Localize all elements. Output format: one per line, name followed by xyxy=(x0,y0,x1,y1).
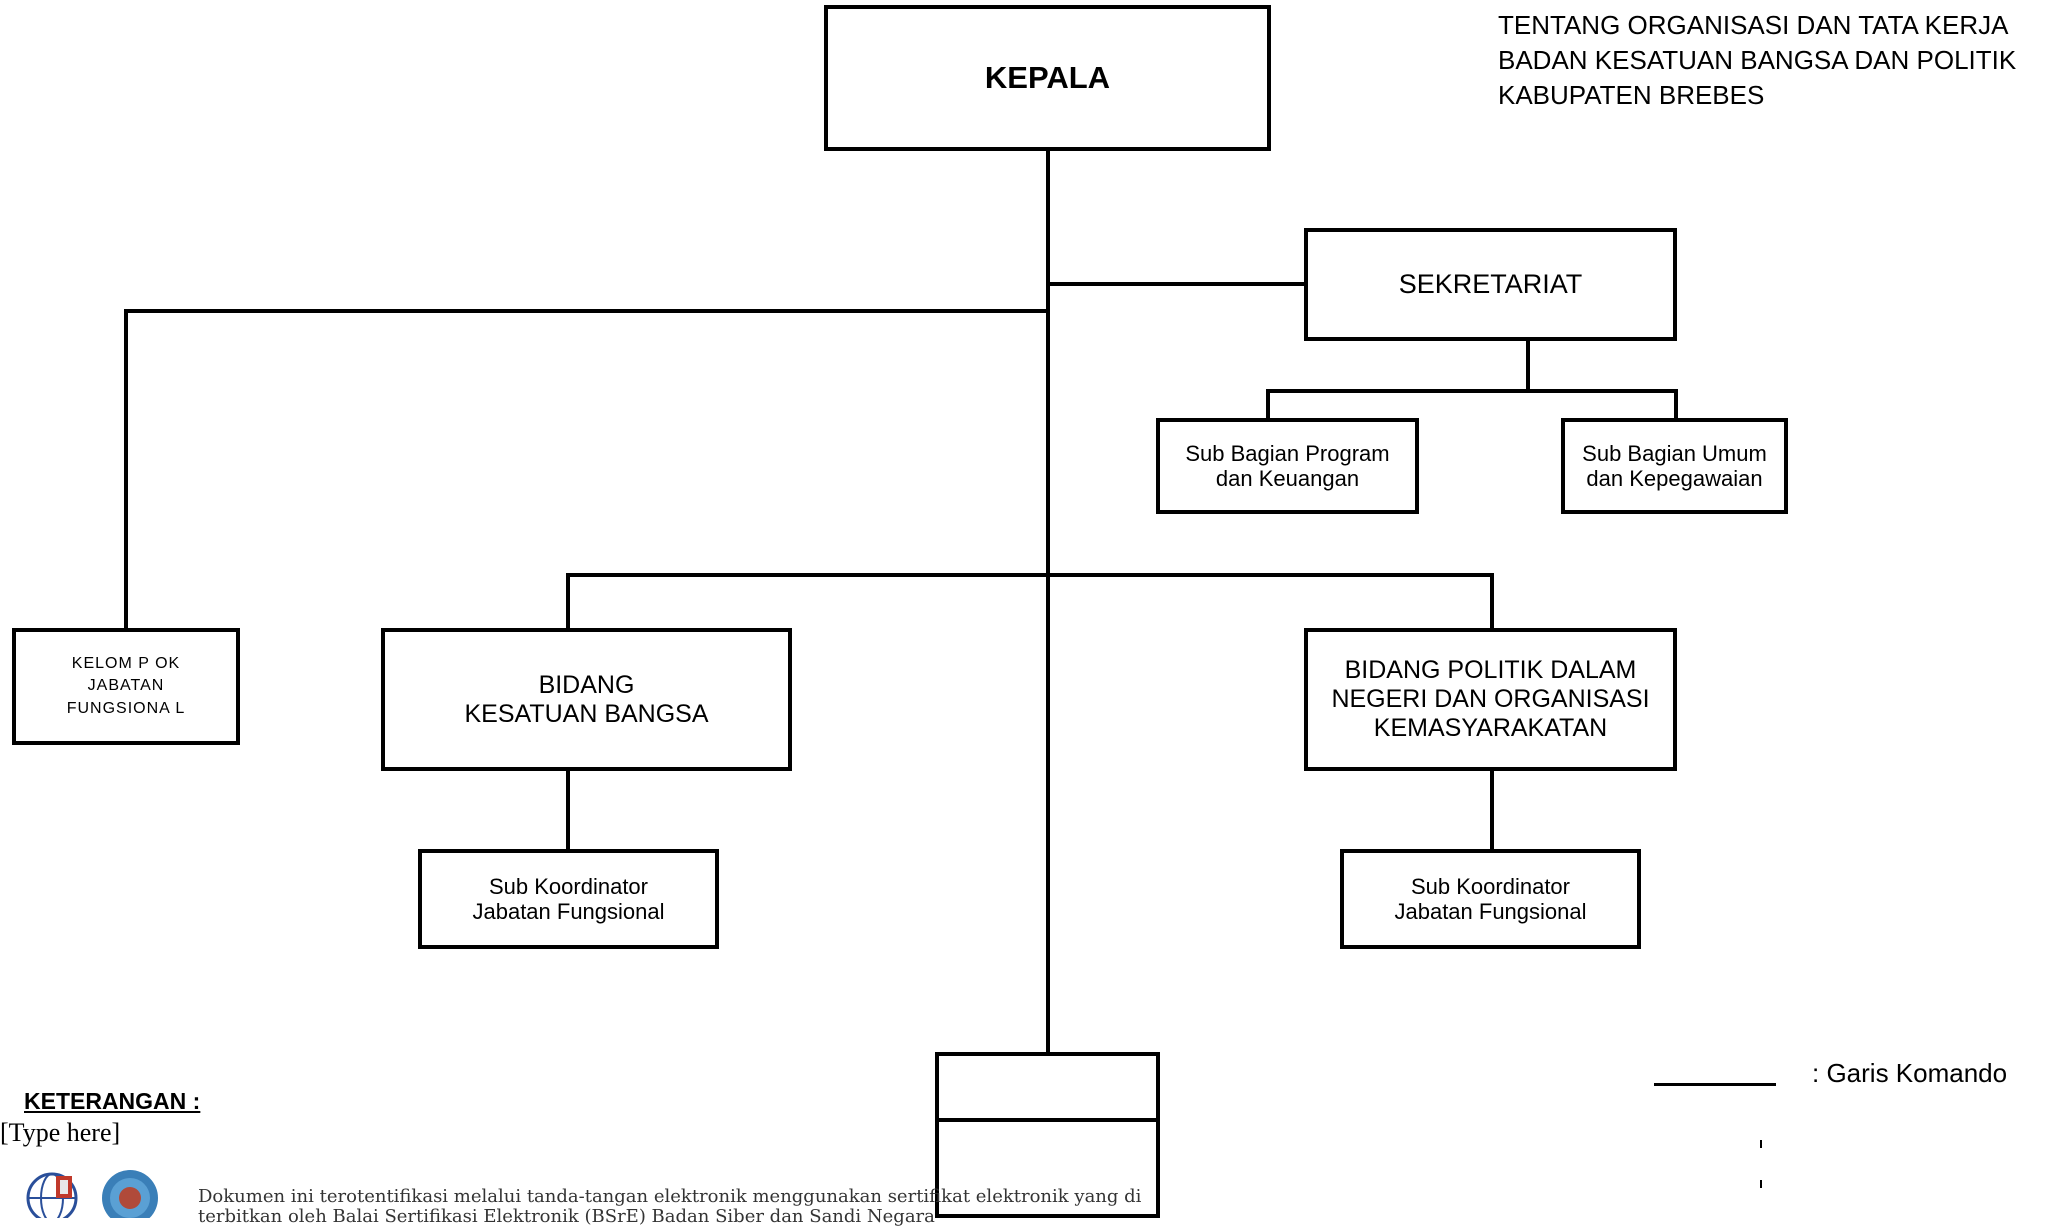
connector-bidang-bar xyxy=(566,573,1494,577)
node-sekretariat-label: SEKRETARIAT xyxy=(1398,268,1583,299)
connector-sub-bagian-bar xyxy=(1266,389,1678,393)
connector-to-bidang-politik xyxy=(1490,573,1494,631)
connector-to-sekretariat xyxy=(1046,282,1306,286)
node-kepala: KEPALA xyxy=(824,5,1271,151)
bssn-seal-icon xyxy=(94,1166,166,1226)
node-bidang-kesatuan-line-1: BIDANG xyxy=(538,670,635,699)
connector-sekretariat-down xyxy=(1526,338,1530,391)
node-subkoor-kesatuan: Sub Koordinator Jabatan Fungsional xyxy=(418,849,719,949)
connector-to-bidang-kesatuan xyxy=(566,573,570,631)
node-sub-umum-line-2: dan Kepegawaian xyxy=(1586,466,1763,491)
node-kelompok-jabatan-fungsional: KELOM P OK JABATAN FUNGSIONA L xyxy=(12,628,240,745)
legend-garis-komando: : Garis Komando xyxy=(1812,1058,2008,1088)
type-here-placeholder: [Type here] xyxy=(0,1118,121,1147)
connector-to-kelompok-top xyxy=(124,309,1050,313)
node-bidang-politik-line-3: KEMASYARAKATAN xyxy=(1373,713,1608,742)
legend-heading: KETERANGAN : xyxy=(24,1088,201,1114)
header-line-2: BADAN KESATUAN BANGSA DAN POLITIK xyxy=(1498,45,2017,75)
footer-notice-line-2: terbitkan oleh Balai Sertifikasi Elektro… xyxy=(198,1206,935,1227)
node-sub-bagian-program: Sub Bagian Program dan Keuangan xyxy=(1156,418,1419,514)
node-bottom-empty-top xyxy=(935,1052,1160,1122)
legend-tick-1 xyxy=(1760,1140,1762,1148)
node-kelompok-line-1: KELOM P OK xyxy=(71,654,181,672)
legend-tick-2 xyxy=(1760,1180,1762,1188)
header-line-1: TENTANG ORGANISASI DAN TATA KERJA xyxy=(1498,10,2009,40)
node-bidang-politik-line-2: NEGERI DAN ORGANISASI xyxy=(1331,685,1650,714)
connector-to-kelompok-drop xyxy=(124,309,128,631)
node-kepala-label: KEPALA xyxy=(984,60,1111,96)
node-bidang-politik: BIDANG POLITIK DALAM NEGERI DAN ORGANISA… xyxy=(1304,628,1677,771)
node-kelompok-line-3: FUNGSIONA L xyxy=(66,699,186,717)
node-subkoor-right-line-2: Jabatan Fungsional xyxy=(1394,899,1587,924)
node-bidang-politik-line-1: BIDANG POLITIK DALAM xyxy=(1344,656,1637,685)
node-subkoor-right-line-1: Sub Koordinator xyxy=(1411,873,1570,899)
connector-to-sub-umum xyxy=(1674,389,1678,421)
node-bidang-kesatuan-bangsa: BIDANG KESATUAN BANGSA xyxy=(381,628,792,771)
node-sub-umum-line-1: Sub Bagian Umum xyxy=(1582,440,1767,466)
node-kelompok-line-2: JABATAN xyxy=(87,677,165,695)
node-sekretariat: SEKRETARIAT xyxy=(1304,228,1677,341)
node-subkoor-left-line-2: Jabatan Fungsional xyxy=(472,899,665,924)
node-sub-program-line-2: dan Keuangan xyxy=(1215,466,1360,491)
node-subkoor-politik: Sub Koordinator Jabatan Fungsional xyxy=(1340,849,1641,949)
node-sub-program-line-1: Sub Bagian Program xyxy=(1185,440,1390,466)
connector-to-sub-program xyxy=(1266,389,1270,421)
bsre-logo-icon xyxy=(22,1168,88,1224)
connector-kepala-trunk xyxy=(1046,148,1050,1056)
node-bidang-kesatuan-line-2: KESATUAN BANGSA xyxy=(464,699,709,728)
connector-kesatuan-to-subkoor xyxy=(566,768,570,852)
footer-notice-line-1: Dokumen ini terotentifikasi melalui tand… xyxy=(198,1186,1142,1207)
node-subkoor-left-line-1: Sub Koordinator xyxy=(489,873,648,899)
node-sub-bagian-umum: Sub Bagian Umum dan Kepegawaian xyxy=(1561,418,1788,514)
legend-command-line-sample xyxy=(1654,1083,1776,1086)
header-line-3: KABUPATEN BREBES xyxy=(1498,80,1765,110)
connector-politik-to-subkoor xyxy=(1490,768,1494,852)
